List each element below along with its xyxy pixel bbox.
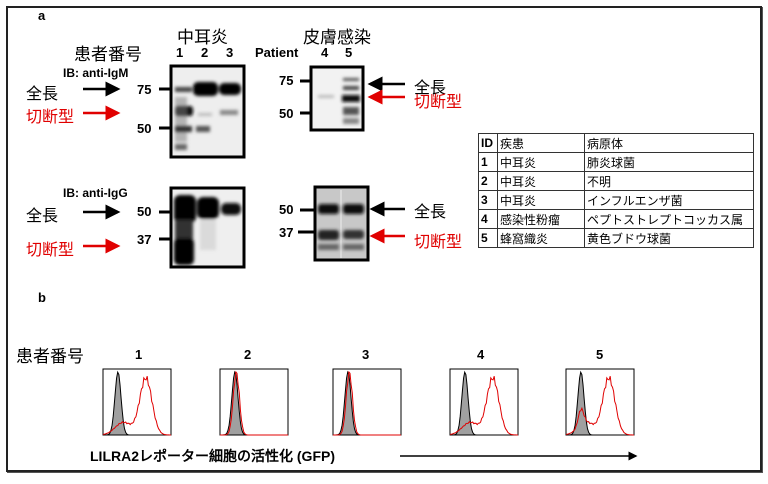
- truncated-label: 切断型: [26, 107, 75, 126]
- cell-id: 5: [478, 228, 498, 248]
- cell-id: 4: [478, 209, 498, 229]
- table-header-row: ID 疾患 病原体: [478, 133, 754, 153]
- full-length-label: 全長: [414, 202, 447, 221]
- cell-id: 2: [478, 171, 498, 191]
- sample-histogram: [333, 370, 401, 436]
- full-length-label: 全長: [414, 78, 447, 97]
- cell-pathogen: 不明: [584, 171, 754, 191]
- cell-disease: 中耳炎: [497, 190, 585, 210]
- cell-disease: 蜂窩織炎: [497, 228, 585, 248]
- cell-disease: 感染性粉瘤: [497, 209, 585, 229]
- control-histogram: [566, 370, 634, 436]
- cell-pathogen: ペプトストレプトコッカス属: [584, 209, 754, 229]
- sample-histogram: [102, 376, 171, 436]
- cell-disease: 中耳炎: [497, 171, 585, 191]
- patient-number-label: 患者番号: [16, 347, 84, 367]
- lane-label: 1: [176, 45, 184, 60]
- lane-label: 4: [321, 45, 329, 60]
- full-length-label: 全長: [26, 206, 59, 225]
- patient-label: 2: [244, 347, 252, 362]
- control-histogram: [103, 370, 171, 436]
- cell-id: 1: [478, 152, 498, 172]
- lane-label: 3: [226, 45, 234, 60]
- lane-label: 2: [201, 45, 209, 60]
- patient-label: 5: [596, 347, 604, 362]
- mw-marker: 50: [279, 202, 294, 217]
- patient-label: 3: [362, 347, 370, 362]
- truncated-label: 切断型: [26, 240, 75, 259]
- cell-id: 3: [478, 190, 498, 210]
- header-id: ID: [478, 133, 498, 153]
- group-otitis-label: 中耳炎: [177, 28, 228, 48]
- patient-label: 4: [477, 347, 485, 362]
- patient-label: 1: [135, 347, 143, 362]
- blot-igg-otitis: [169, 186, 246, 269]
- mw-marker: 75: [137, 82, 152, 97]
- cell-pathogen: 黄色ブドウ球菌: [584, 228, 754, 248]
- panel-b-label: b: [38, 290, 46, 305]
- sample-histogram: [565, 376, 634, 436]
- patient-word: Patient: [255, 45, 299, 60]
- header-pathogen: 病原体: [584, 133, 754, 153]
- lane-label: 5: [345, 45, 353, 60]
- group-skin-label: 皮膚感染: [303, 28, 371, 48]
- truncated-label: 切断型: [414, 92, 463, 111]
- sample-histogram: [449, 376, 518, 436]
- ib-igm-label: IB: anti-IgM: [63, 66, 129, 80]
- mw-marker: 50: [279, 106, 294, 121]
- panel-a-label: a: [38, 8, 46, 23]
- header-disease: 疾患: [497, 133, 585, 153]
- cell-disease: 中耳炎: [497, 152, 585, 172]
- patient-number-label: 患者番号: [74, 45, 142, 65]
- mw-marker: 37: [137, 232, 152, 247]
- blot-igg-skin: [313, 185, 370, 262]
- gfp-axis-label: LILRA2レポーター細胞の活性化 (GFP): [90, 448, 335, 464]
- control-histogram: [450, 370, 518, 436]
- mw-marker: 50: [137, 204, 152, 219]
- mw-marker: 50: [137, 121, 152, 136]
- blot-igm-skin: [309, 65, 365, 132]
- cell-pathogen: 肺炎球菌: [584, 152, 754, 172]
- full-length-label: 全長: [26, 84, 59, 103]
- mw-marker: 75: [279, 73, 294, 88]
- sample-histogram: [220, 370, 288, 436]
- ib-igg-label: IB: anti-IgG: [63, 186, 128, 200]
- truncated-label: 切断型: [414, 232, 463, 251]
- mw-marker: 37: [279, 225, 294, 240]
- figure-frame: [6, 6, 762, 472]
- cell-pathogen: インフルエンザ菌: [584, 190, 754, 210]
- blot-igm-otitis: [169, 64, 246, 159]
